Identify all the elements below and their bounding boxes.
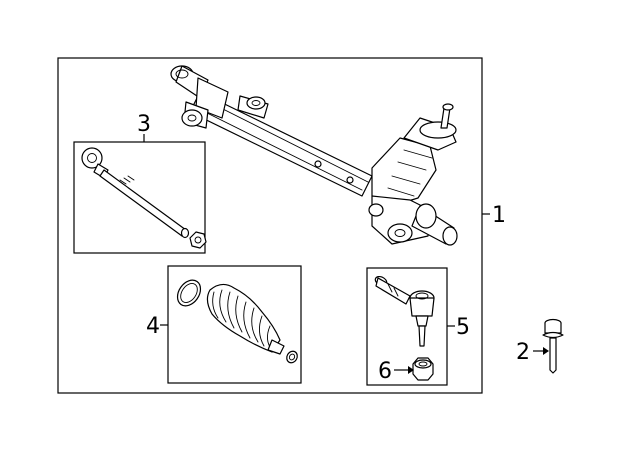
outer-tie-rod-end xyxy=(374,275,435,347)
tie-rod-end-nut xyxy=(412,357,434,381)
callout-6-label: 6 xyxy=(378,359,392,384)
steering-gear-assembly-frame xyxy=(57,57,483,394)
callout-3-label: 3 xyxy=(137,112,151,137)
callout-5-label: 5 xyxy=(456,315,470,340)
callout-4-label: 4 xyxy=(146,314,160,339)
steering-rack-assembly xyxy=(170,65,458,246)
inner-tie-rod xyxy=(81,147,207,249)
mounting-bolt xyxy=(542,318,564,374)
callout-6-arrow xyxy=(408,366,414,374)
callout-2-label: 2 xyxy=(516,340,530,365)
inner-tie-rod-frame xyxy=(73,141,206,254)
steering-boot xyxy=(176,279,298,364)
callout-2-arrow xyxy=(543,347,549,355)
callout-1-label: 1 xyxy=(492,203,506,228)
